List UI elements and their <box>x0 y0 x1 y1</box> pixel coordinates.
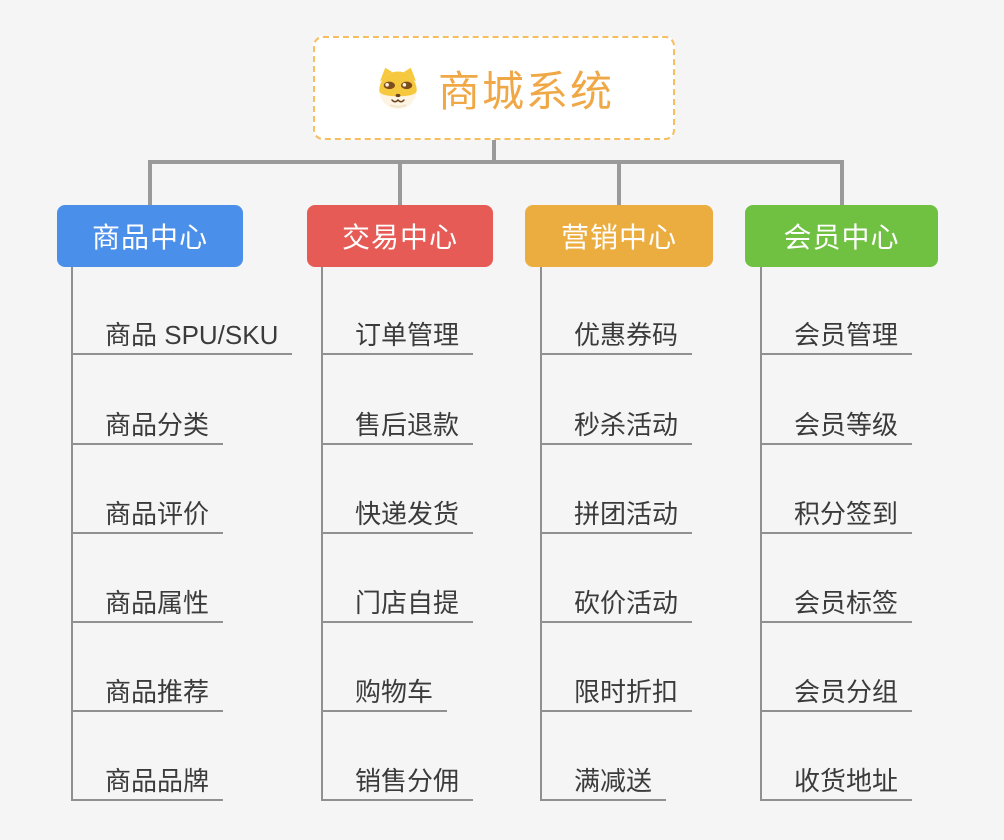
branch-label: 营销中心 <box>560 222 677 253</box>
leaf-node[interactable]: 售后退款 <box>321 407 474 445</box>
branch-node-marketing-center[interactable]: 营销中心 <box>525 205 713 267</box>
leaf-node[interactable]: 商品属性 <box>71 585 224 623</box>
leaf-node[interactable]: 订单管理 <box>321 317 474 355</box>
leaf-node[interactable]: 满减送 <box>540 763 667 801</box>
leaf-node[interactable]: 会员分组 <box>760 674 913 712</box>
leaf-node[interactable]: 限时折扣 <box>540 674 693 712</box>
branch-node-trade-center[interactable]: 交易中心 <box>307 205 493 267</box>
leaf-node[interactable]: 收货地址 <box>760 763 913 801</box>
leaf-node[interactable]: 商品推荐 <box>71 674 224 712</box>
leaf-node[interactable]: 砍价活动 <box>540 585 693 623</box>
branch-label: 会员中心 <box>783 222 900 253</box>
shiba-dog-icon <box>374 64 422 112</box>
leaf-node[interactable]: 商品分类 <box>71 407 224 445</box>
leaf-node[interactable]: 会员标签 <box>760 585 913 623</box>
connector-bus <box>148 160 844 164</box>
connector-drop-marketing-center <box>617 160 621 206</box>
leaf-node[interactable]: 商品品牌 <box>71 763 224 801</box>
connector-root-stem <box>492 140 496 162</box>
connector-drop-product-center <box>148 160 152 206</box>
root-title: 商城系统 <box>437 67 614 115</box>
leaf-node[interactable]: 商品 SPU/SKU <box>71 317 293 355</box>
leaf-node[interactable]: 购物车 <box>321 674 448 712</box>
leaf-node[interactable]: 优惠券码 <box>540 317 693 355</box>
branch-label: 商品中心 <box>91 222 208 253</box>
branch-label: 交易中心 <box>341 222 458 253</box>
branch-node-product-center[interactable]: 商品中心 <box>57 205 243 267</box>
leaf-node[interactable]: 拼团活动 <box>540 496 693 534</box>
connector-drop-member-center <box>840 160 844 206</box>
leaf-node[interactable]: 秒杀活动 <box>540 407 693 445</box>
branch-node-member-center[interactable]: 会员中心 <box>745 205 938 267</box>
leaf-node[interactable]: 积分签到 <box>760 496 913 534</box>
leaf-node[interactable]: 商品评价 <box>71 496 224 534</box>
leaf-node[interactable]: 快递发货 <box>321 496 474 534</box>
leaf-node[interactable]: 销售分佣 <box>321 763 474 801</box>
leaf-node[interactable]: 会员管理 <box>760 317 913 355</box>
root-node[interactable]: 商城系统 <box>313 36 675 140</box>
leaf-node[interactable]: 门店自提 <box>321 585 474 623</box>
connector-drop-trade-center <box>398 160 402 206</box>
leaf-node[interactable]: 会员等级 <box>760 407 913 445</box>
